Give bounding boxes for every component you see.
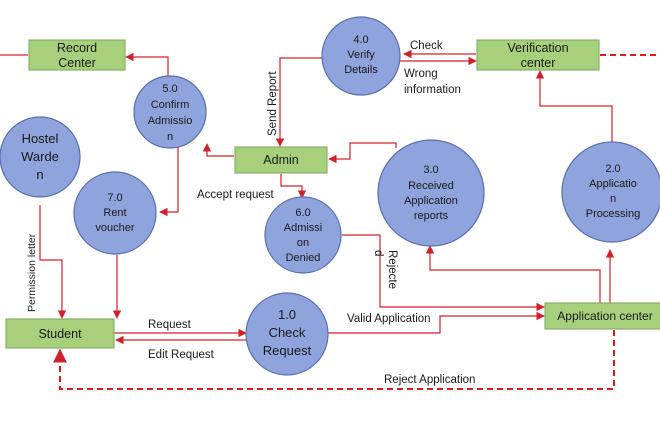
application-processing-line-1: 2.0 [605, 163, 620, 175]
admission-denied-line-1: 6.0 [295, 207, 310, 219]
check-request-line-3: Request [263, 343, 312, 358]
confirm-admission-line-3: Admissio [148, 115, 193, 127]
check-request-line-1: 1.0 [278, 307, 296, 322]
label-rejected-2: d [372, 250, 384, 256]
label-accept-request: Accept request [197, 189, 275, 201]
received-reports-line-2: Received [408, 180, 454, 192]
student-label: Student [38, 327, 82, 341]
process-check-request: 1.0 Check Request [245, 292, 329, 376]
verify-details-line-3: Details [344, 64, 378, 76]
verify-details-line-1: 4.0 [353, 34, 368, 46]
confirm-admission-line-4: n [167, 131, 173, 143]
verification-center-label-1: Verification [507, 41, 568, 55]
application-processing-line-4: Processing [586, 208, 640, 220]
record-center-label-2: Center [58, 56, 96, 70]
flow-valid-application [328, 311, 545, 334]
flow-processing-to-verification [535, 70, 613, 142]
process-hostel-warden: Hostel Warde n [0, 116, 81, 198]
entity-admin: Admin [234, 146, 328, 174]
process-received-application-reports: 3.0 Received Application reports [377, 139, 485, 247]
flow-appcenter-to-reports [425, 245, 601, 303]
flow-permission-letter [39, 205, 67, 319]
verification-center-label-2: center [521, 56, 556, 70]
rent-voucher-line-3: voucher [95, 222, 134, 234]
received-reports-line-4: reports [414, 210, 449, 222]
label-wrong-information-2: information [404, 84, 461, 96]
admission-denied-line-3: on [297, 237, 309, 249]
flow-confirm-to-record-center [125, 52, 169, 80]
label-permission-letter: Permission letter [26, 233, 38, 312]
process-confirm-admission: 5.0 Confirm Admissio n [133, 75, 207, 149]
label-reject-application: Reject Application [384, 374, 475, 386]
entity-student: Student [5, 318, 115, 349]
rent-voucher-line-1: 7.0 [107, 192, 122, 204]
record-center-label-1: Record [57, 41, 97, 55]
label-wrong-information-1: Wrong [404, 68, 438, 80]
flow-rejected [342, 234, 545, 312]
label-request: Request [148, 319, 192, 331]
entity-record-center: Record Center [28, 39, 126, 71]
flow-accept-request [280, 174, 307, 199]
label-rejected-1: Rejecte [386, 250, 398, 289]
received-reports-line-1: 3.0 [423, 164, 438, 176]
entity-application-center: Application center [544, 302, 660, 330]
flow-lines [0, 49, 615, 345]
application-processing-line-2: Applicatio [589, 178, 637, 190]
confirm-admission-line-2: Confirm [151, 99, 190, 111]
label-send-report: Send Report [267, 71, 279, 136]
flow-admin-to-confirm [202, 143, 234, 157]
check-request-line-2: Check [269, 325, 306, 340]
process-rent-voucher: 7.0 Rent voucher [73, 171, 157, 255]
flow-reports-to-admin [328, 142, 397, 164]
verify-details-line-2: Verify [347, 49, 375, 61]
flow-send-report [275, 57, 322, 147]
label-check: Check [410, 40, 443, 52]
process-application-processing: 2.0 Applicatio n Processing [561, 141, 660, 243]
admission-denied-line-4: Denied [286, 252, 321, 264]
hostel-warden-line-1: Hostel [22, 131, 59, 146]
label-valid-application: Valid Application [347, 313, 431, 325]
admin-label: Admin [263, 153, 298, 167]
flow-reject-application [53, 330, 615, 390]
process-verify-details: 4.0 Verify Details [321, 16, 401, 96]
label-edit-request: Edit Request [148, 349, 215, 361]
application-processing-line-3: n [610, 193, 616, 205]
entity-verification-center: Verification center [476, 39, 600, 71]
confirm-admission-line-1: 5.0 [162, 83, 177, 95]
hostel-warden-line-3: n [36, 167, 43, 182]
admission-denied-line-2: Admissi [284, 222, 323, 234]
flow-confirm-to-rent [159, 143, 179, 217]
hostel-warden-line-2: Warde [21, 149, 59, 164]
received-reports-line-3: Application [404, 195, 458, 207]
application-center-label: Application center [557, 309, 652, 323]
process-admission-denied: 6.0 Admissi on Denied [264, 196, 342, 274]
rent-voucher-line-2: Rent [103, 207, 126, 219]
